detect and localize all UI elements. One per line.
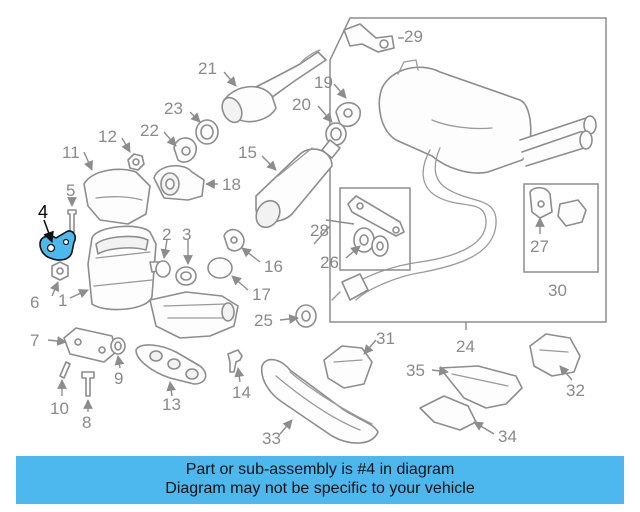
callout-7: 7 bbox=[30, 331, 39, 350]
gasket-2 bbox=[155, 260, 171, 278]
bracket-29 bbox=[343, 23, 395, 53]
callout-34: 34 bbox=[498, 427, 517, 446]
info-banner: Part or sub-assembly is #4 in diagram Di… bbox=[16, 456, 624, 504]
callout-3: 3 bbox=[182, 225, 191, 244]
stud-10 bbox=[59, 361, 71, 379]
callout-23: 23 bbox=[164, 99, 183, 118]
leader-lines bbox=[47, 71, 573, 435]
callout-11: 11 bbox=[62, 143, 80, 162]
catalytic-converter-1 bbox=[87, 225, 165, 311]
callout-4-highlighted: 4 bbox=[38, 202, 48, 222]
clamp-19 bbox=[335, 101, 361, 128]
clamp-25 bbox=[295, 304, 317, 328]
callout-30: 30 bbox=[548, 281, 567, 300]
mount-27 bbox=[529, 186, 587, 227]
gasket-20 bbox=[325, 122, 347, 146]
nut-12 bbox=[127, 153, 145, 171]
assembly-frame-24 bbox=[329, 17, 607, 323]
callout-19: 19 bbox=[314, 73, 333, 92]
callout-2: 2 bbox=[162, 225, 171, 244]
heat-shield-34 bbox=[419, 395, 477, 431]
callout-8: 8 bbox=[82, 413, 91, 432]
bracket-7 bbox=[63, 327, 117, 363]
callout-32: 32 bbox=[566, 381, 585, 400]
callout-12: 12 bbox=[98, 127, 117, 146]
callout-1: 1 bbox=[58, 291, 67, 310]
gasket-9 bbox=[110, 337, 126, 355]
callout-24: 24 bbox=[456, 337, 475, 356]
callout-13: 13 bbox=[162, 395, 181, 414]
callout-5: 5 bbox=[66, 181, 75, 200]
callout-33: 33 bbox=[262, 429, 281, 448]
gasket-13 bbox=[135, 344, 207, 385]
callout-29: 29 bbox=[404, 27, 423, 46]
rear-muffler-assembly bbox=[349, 59, 597, 301]
rubber-mounts-26 bbox=[353, 227, 389, 257]
heat-shield-11 bbox=[83, 168, 151, 225]
heat-shield-33 bbox=[260, 358, 379, 444]
callout-25: 25 bbox=[254, 311, 273, 330]
bolt-5 bbox=[67, 209, 77, 233]
gasket-17 bbox=[207, 257, 233, 279]
callout-17: 17 bbox=[252, 285, 271, 304]
callout-18: 18 bbox=[222, 175, 241, 194]
clamp-3 bbox=[175, 266, 197, 286]
center-muffler-15 bbox=[255, 139, 341, 229]
callout-28: 28 bbox=[310, 221, 329, 240]
callout-6: 6 bbox=[30, 293, 39, 312]
exhaust-manifold bbox=[149, 291, 239, 339]
nut-6 bbox=[51, 261, 69, 281]
leader-4 bbox=[43, 219, 54, 244]
heat-shield-31 bbox=[323, 345, 373, 389]
callout-14: 14 bbox=[232, 383, 251, 402]
banner-line-part-number: Part or sub-assembly is #4 in diagram bbox=[185, 461, 455, 478]
callout-10: 10 bbox=[50, 399, 69, 418]
bracket-4-highlighted bbox=[39, 230, 77, 261]
subframe-28 bbox=[339, 187, 411, 271]
front-pipe-21 bbox=[221, 49, 327, 124]
subframe-30 bbox=[523, 183, 599, 273]
heat-shield-35 bbox=[439, 365, 523, 409]
clamp-16 bbox=[223, 228, 245, 252]
bolt-8 bbox=[81, 371, 95, 397]
banner-line-disclaimer: Diagram may not be specific to your vehi… bbox=[165, 480, 475, 497]
turbo-flange-18 bbox=[153, 165, 205, 201]
hanger-bracket-28 bbox=[347, 195, 405, 237]
exhaust-system-diagram: 29 21 19 23 20 22 12 11 15 18 5 4 2 3 28… bbox=[30, 17, 607, 448]
callout-16: 16 bbox=[264, 257, 283, 276]
callout-20: 20 bbox=[292, 95, 311, 114]
tailpipe-section bbox=[331, 273, 369, 301]
callout-9: 9 bbox=[114, 369, 123, 388]
callout-15: 15 bbox=[238, 143, 257, 162]
callout-labels: 29 21 19 23 20 22 12 11 15 18 5 4 2 3 28… bbox=[30, 27, 585, 448]
callout-31: 31 bbox=[376, 329, 395, 348]
callout-21: 21 bbox=[198, 59, 217, 78]
clamp-22 bbox=[173, 137, 197, 163]
gasket-23 bbox=[195, 119, 219, 145]
callout-26: 26 bbox=[320, 253, 339, 272]
callout-27: 27 bbox=[530, 237, 549, 256]
callout-22: 22 bbox=[140, 121, 159, 140]
bolt-14 bbox=[227, 349, 243, 373]
bracket-32 bbox=[529, 333, 581, 377]
callout-35: 35 bbox=[406, 361, 425, 380]
